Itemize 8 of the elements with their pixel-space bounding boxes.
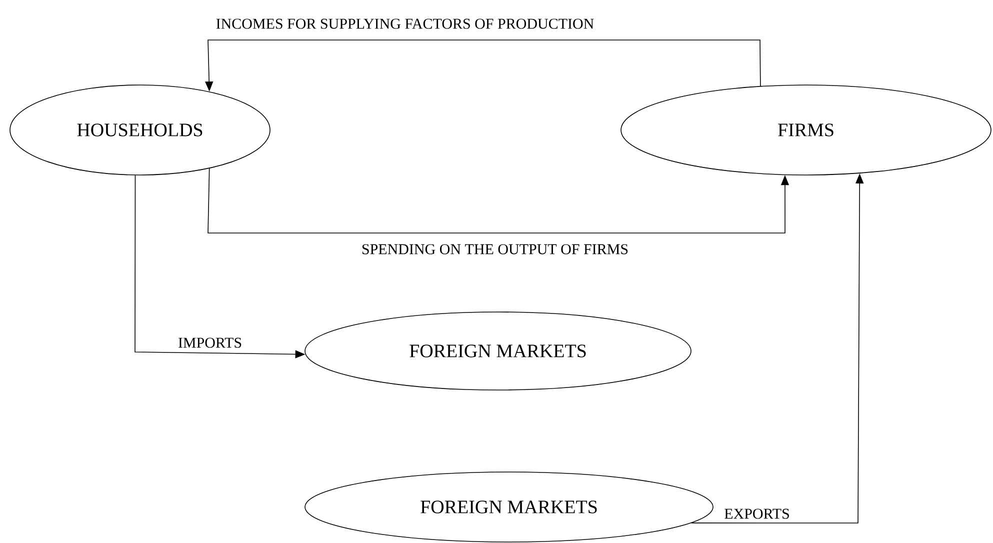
ellipse-node: FOREIGN MARKETS [304,472,714,542]
edge-label: SPENDING ON THE OUTPUT OF FIRMS [360,243,630,256]
ellipse-node: FIRMS [620,84,992,176]
ellipse-node: HOUSEHOLDS [10,84,270,176]
ellipse-node: FOREIGN MARKETS [304,312,692,390]
edge-label: EXPORTS [723,508,791,520]
edge-label: IMPORTS [176,336,244,349]
edge-label: INCOMES FOR SUPPLYING FACTORS OF PRODUCTION [214,18,596,30]
